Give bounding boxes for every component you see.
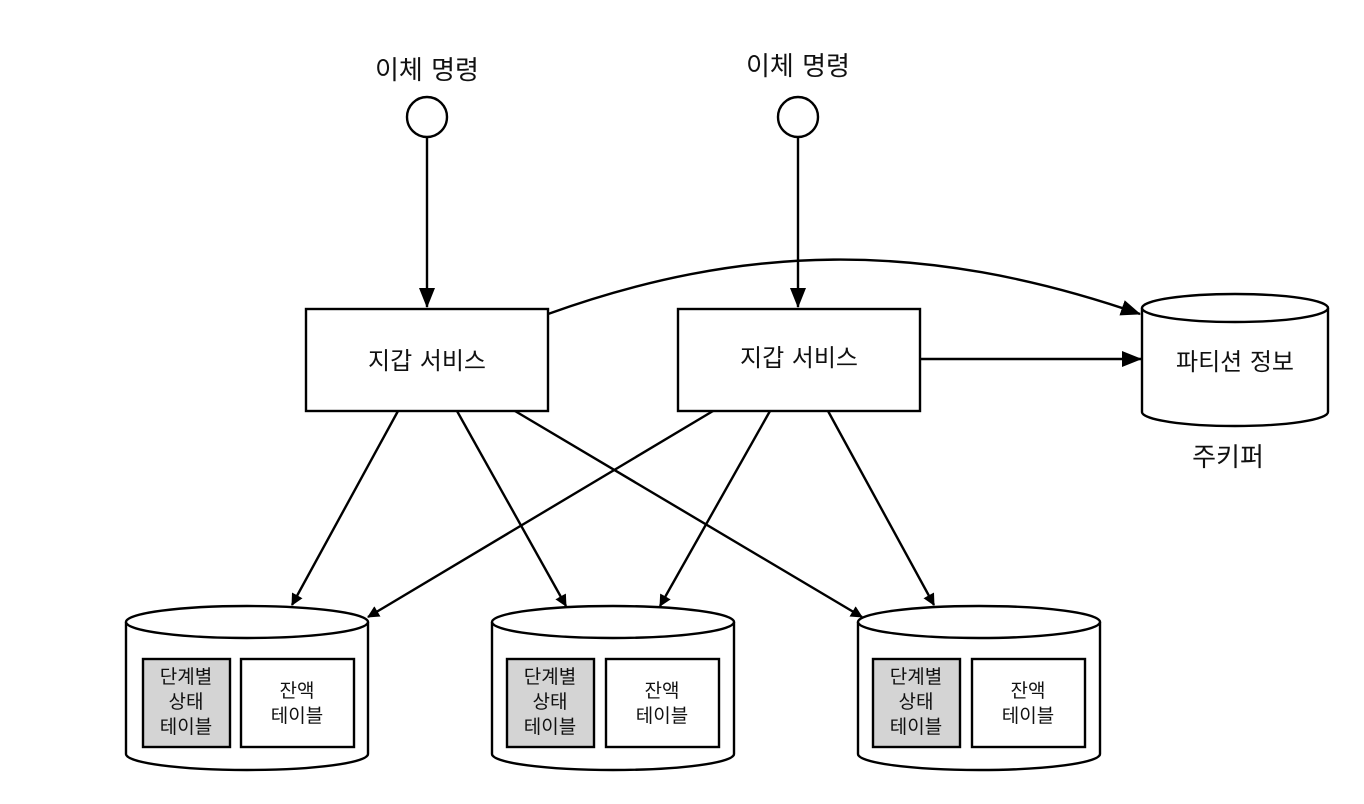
partition-info-label: 파티션 정보 [1176, 348, 1294, 376]
edge-service1-zookeeper [547, 258, 1141, 316]
state-table-label: 상태 [899, 691, 934, 713]
input-node-1 [405, 95, 449, 139]
input-label-1: 이체 명령 [375, 56, 479, 86]
edge-service2-db2 [658, 410, 772, 607]
state-table-label: 단계별 [524, 666, 576, 688]
state-table-label: 단계별 [160, 666, 212, 688]
state-table-label: 테이블 [524, 716, 576, 738]
zookeeper-store: 파티션 정보 [1140, 292, 1330, 428]
balance-table [970, 657, 1087, 749]
wallet-service-1: 지갑 서비스 [304, 307, 550, 413]
input-node-2 [776, 95, 820, 139]
state-table [505, 657, 596, 749]
wallet-service-label: 지갑 서비스 [368, 347, 486, 375]
balance-table [604, 657, 721, 749]
edge-service1-db1 [290, 410, 400, 606]
state-table-label: 상태 [169, 691, 204, 713]
zookeeper-caption: 주키퍼 [1192, 443, 1264, 473]
state-table-label: 단계별 [890, 666, 942, 688]
state-table-label: 상태 [533, 691, 568, 713]
edge-service2-db3 [826, 410, 936, 606]
wallet-service-2: 지갑 서비스 [676, 307, 922, 413]
database-3: 단계별 상태 테이블 잔액 테이블 [856, 604, 1102, 772]
balance-table-label: 테이블 [636, 705, 688, 727]
edge-service1-db3 [514, 409, 863, 619]
database-1: 단계별 상태 테이블 잔액 테이블 [124, 604, 370, 772]
balance-table [239, 657, 356, 749]
state-table-label: 테이블 [890, 716, 942, 738]
balance-table-label: 잔액 [645, 680, 680, 702]
wallet-service-label: 지갑 서비스 [740, 344, 858, 372]
state-table [871, 657, 962, 749]
balance-table-label: 테이블 [271, 705, 323, 727]
balance-table-label: 테이블 [1002, 705, 1054, 727]
state-table [141, 657, 232, 749]
edge-service2-db1 [367, 409, 714, 619]
balance-table-label: 잔액 [1011, 680, 1046, 702]
database-2: 단계별 상태 테이블 잔액 테이블 [490, 604, 736, 772]
input-label-2: 이체 명령 [746, 52, 850, 82]
state-table-label: 테이블 [160, 716, 212, 738]
edge-service1-db2 [455, 410, 568, 607]
balance-table-label: 잔액 [280, 680, 315, 702]
